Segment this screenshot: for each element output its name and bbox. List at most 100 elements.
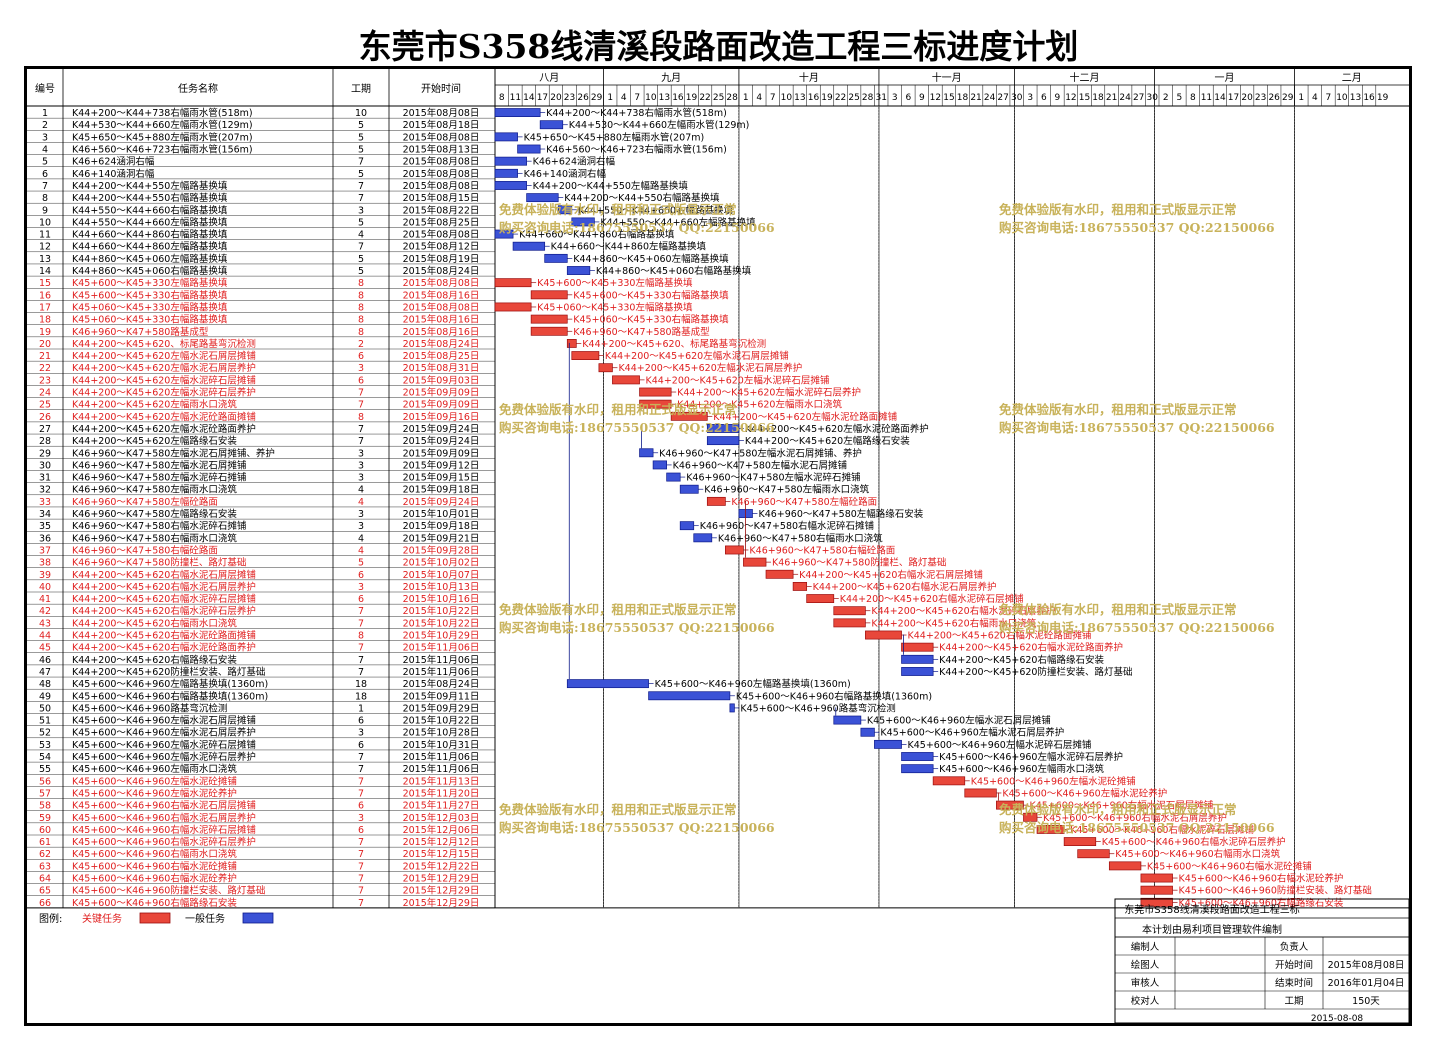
day-tick-label: 29	[1282, 93, 1294, 103]
task-id: 56	[39, 776, 51, 787]
task-bar	[901, 654, 934, 664]
day-tick-label: 21	[1106, 93, 1117, 103]
task-id: 14	[39, 266, 51, 277]
task-start: 2015年08月08日	[403, 168, 480, 180]
task-id: 24	[39, 388, 51, 399]
day-tick-label: 7	[770, 93, 776, 103]
task-bar-label: K45+060～K45+330左幅路基换填	[537, 301, 693, 313]
task-duration: 5	[358, 145, 364, 156]
task-duration: 7	[358, 157, 364, 168]
task-bar-label: K44+550～K44+660右幅路基换填	[578, 204, 734, 216]
task-name: K45+600～K46+960防撞栏安装、路灯基础	[72, 885, 265, 897]
info-cell: 绘图人	[1131, 959, 1160, 971]
task-name: K45+600～K46+960右幅水泥碎石层养护	[72, 836, 256, 848]
task-name: K45+600～K46+960左幅水泥石屑层养护	[72, 727, 256, 739]
task-start: 2015年12月12日	[403, 836, 480, 848]
task-start: 2015年08月08日	[403, 301, 480, 313]
task-duration: 8	[358, 631, 364, 642]
task-name: K44+200～K45+620左幅水泥碎石层养护	[72, 387, 256, 399]
task-bar-label: K45+600～K46+960路基弯沉检测	[740, 702, 895, 714]
task-start: 2015年11月06日	[403, 642, 480, 654]
task-duration: 7	[358, 849, 364, 860]
task-id: 18	[39, 315, 51, 326]
info-cell: 审核人	[1131, 977, 1160, 989]
day-tick-label: 19	[1377, 93, 1389, 103]
task-id: 19	[39, 327, 51, 338]
watermark-line2: 购买咨询电话:18675550537 QQ:22150066	[499, 420, 775, 435]
task-duration: 3	[358, 363, 364, 374]
watermark-line2: 购买咨询电话:18675550537 QQ:22150066	[999, 220, 1275, 235]
day-tick-label: 12	[1065, 93, 1076, 103]
task-id: 35	[39, 521, 51, 532]
task-name: K45+600～K46+960右幅路缘石安装	[72, 897, 237, 909]
day-tick-label: 4	[621, 93, 627, 103]
task-duration: 7	[358, 667, 364, 678]
task-start: 2015年08月16日	[403, 314, 480, 326]
task-bar-label: K45+600～K46+960防撞栏安装、路灯基础	[1179, 885, 1372, 897]
task-start: 2015年08月08日	[403, 107, 480, 119]
task-bar	[566, 339, 577, 348]
task-duration: 2	[358, 339, 364, 350]
task-bar-label: K45+600～K46+960左幅水泥石屑层养护	[880, 727, 1064, 739]
task-duration: 7	[358, 242, 364, 253]
watermark-line1: 免费体验版有水印，租用和正式版显示正常	[999, 602, 1237, 617]
task-name: K45+600～K46+960路基弯沉检测	[72, 702, 227, 714]
task-bar-label: K45+600～K46+960左幅水泥砼摊铺	[971, 775, 1136, 787]
task-duration: 8	[358, 412, 364, 423]
task-id: 13	[39, 254, 51, 265]
task-name: K45+600～K46+960左幅水泥石屑层摊铺	[72, 715, 256, 727]
task-id: 45	[39, 643, 51, 654]
task-start: 2015年10月16日	[403, 593, 480, 605]
day-tick-label: 1	[607, 93, 613, 103]
info-project: 东莞市S358线清溪段路面改造工程三标	[1124, 903, 1299, 916]
task-start: 2015年09月28日	[403, 544, 480, 556]
task-id: 25	[39, 400, 51, 411]
task-name: K46+960～K47+580左幅砼路面	[72, 496, 218, 508]
task-bar-label: K44+200～K45+620右幅水泥砼路面养护	[939, 642, 1123, 654]
task-name: K46+624涵洞右幅	[72, 156, 155, 168]
task-duration: 7	[358, 643, 364, 654]
task-bar	[901, 752, 934, 761]
task-name: K46+560～K46+723右幅雨水管(156m)	[72, 144, 253, 156]
watermark-line1: 免费体验版有水印，租用和正式版显示正常	[999, 802, 1237, 817]
task-duration: 3	[358, 460, 364, 471]
task-duration: 7	[358, 400, 364, 411]
day-tick-label: 18	[957, 93, 969, 103]
task-id: 3	[42, 132, 48, 143]
task-duration: 6	[358, 570, 364, 581]
day-tick-label: 15	[1079, 93, 1090, 103]
task-bar	[874, 739, 902, 749]
task-duration: 3	[358, 728, 364, 739]
task-name: K44+200～K45+620右幅水泥砼路面摊铺	[72, 630, 256, 642]
day-tick-label: 23	[1255, 93, 1266, 103]
task-bar-label: K45+600～K45+330右幅路基换填	[573, 289, 729, 301]
task-start: 2015年09月16日	[403, 411, 480, 423]
task-start: 2015年10月13日	[403, 581, 480, 593]
task-duration: 7	[358, 388, 364, 399]
legend-critical-swatch	[139, 912, 171, 924]
task-id: 66	[39, 898, 51, 909]
day-tick-label: 25	[848, 93, 859, 103]
task-start: 2015年08月16日	[403, 326, 480, 338]
task-bar-label: K44+660～K44+860右幅路基换填	[519, 229, 675, 241]
task-bar-label: K46+960～K47+580左幅路缘石安装	[758, 508, 923, 520]
task-bar	[833, 606, 866, 616]
task-bar-label: K44+200～K45+620防撞栏安装、路灯基础	[939, 666, 1132, 678]
task-bar	[598, 363, 613, 373]
day-tick-label: 10	[781, 93, 793, 103]
task-bar-label: K44+660～K44+860左幅路基换填	[551, 241, 707, 253]
task-bar-label: K44+200～K45+620、标尾路基弯沉检测	[582, 338, 766, 350]
task-bar-label: K46+960～K47+580右幅水泥碎石摊铺	[700, 520, 874, 532]
day-tick-label: 22	[835, 93, 846, 103]
watermark-line1: 免费体验版有水印，租用和正式版显示正常	[499, 602, 737, 617]
task-name: K44+200～K45+620左幅水泥砼路面摊铺	[72, 411, 256, 423]
task-duration: 4	[358, 485, 364, 496]
task-id: 28	[39, 436, 51, 447]
task-name: K45+600～K46+960右幅水泥碎石层摊铺	[72, 824, 256, 836]
task-name: K45+060～K45+330左幅路基换填	[72, 301, 228, 313]
task-start: 2015年11月06日	[403, 751, 480, 763]
task-start: 2015年08月16日	[403, 289, 480, 301]
task-id: 11	[39, 230, 51, 241]
task-duration: 5	[358, 120, 364, 131]
info-cell: 负责人	[1280, 941, 1309, 953]
